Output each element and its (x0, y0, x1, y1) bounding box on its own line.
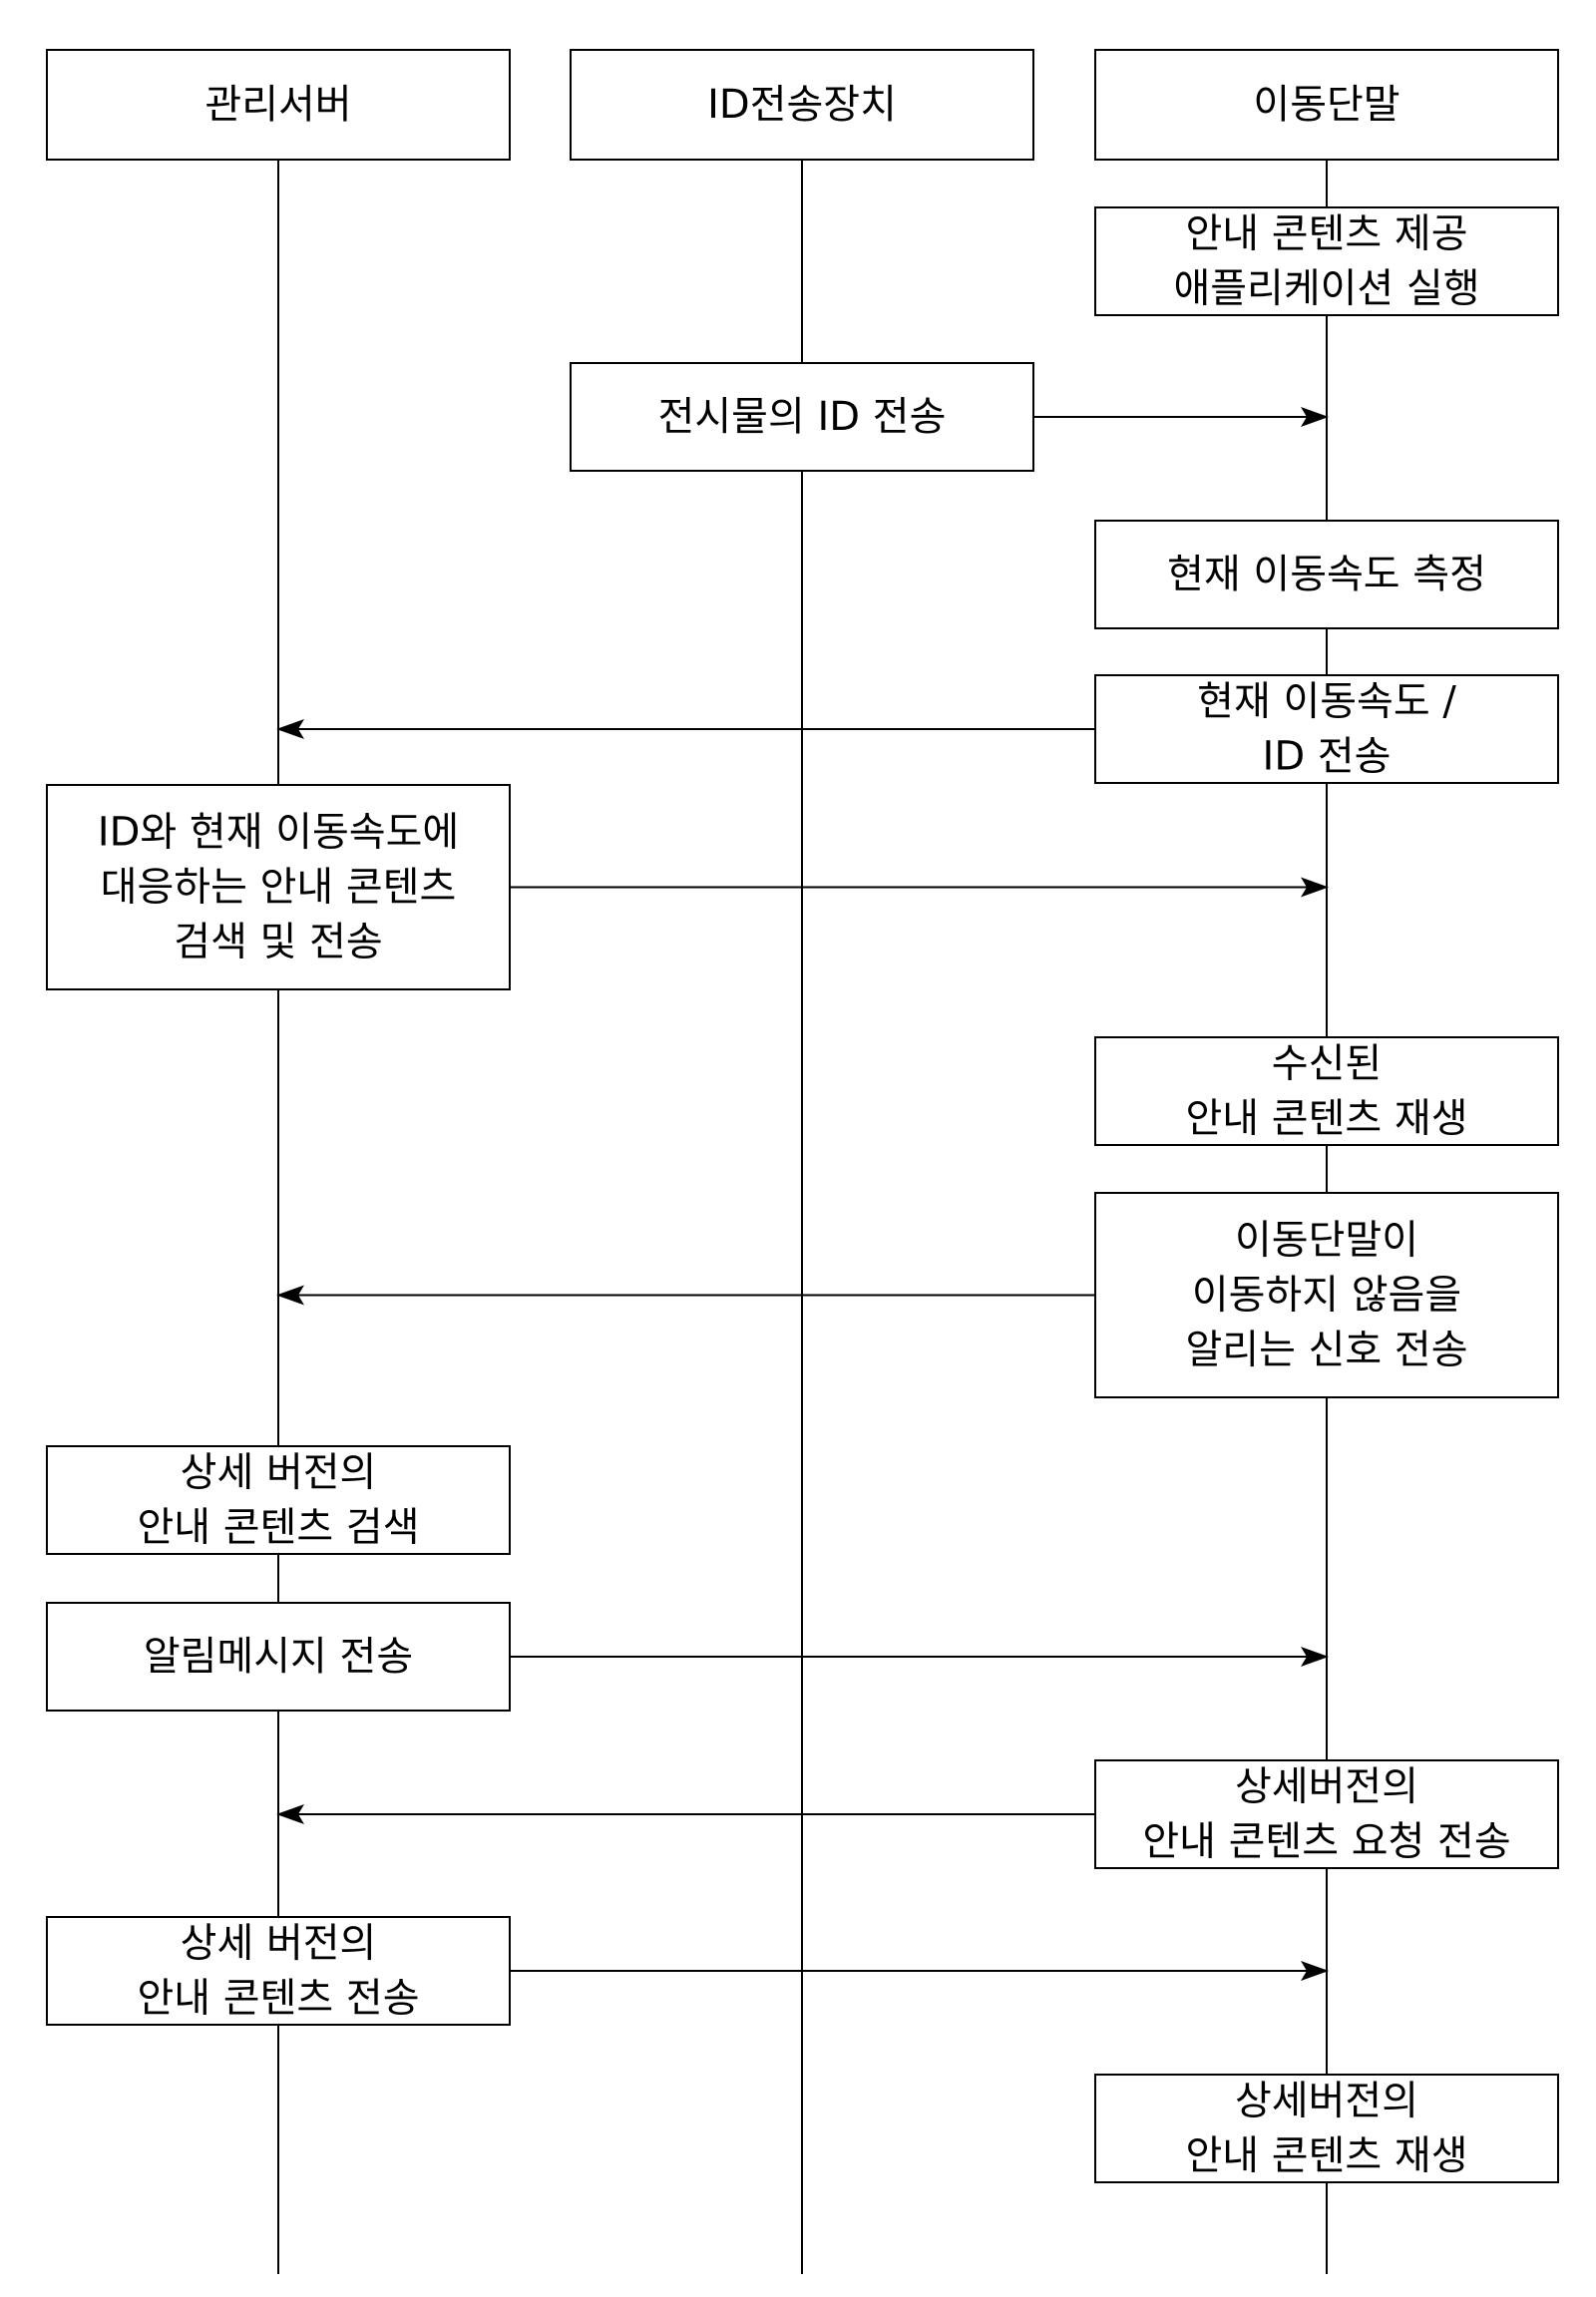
step-label-line: 수신된 (1272, 1041, 1382, 1087)
step-label-line: 안내 콘텐츠 검색 (137, 1505, 419, 1551)
step-label-line: ID와 현재 이동속도에 (98, 810, 459, 856)
step-box (1094, 1036, 1559, 1146)
step-label-line: 대응하는 안내 콘텐츠 (101, 865, 457, 911)
step-box (46, 1445, 511, 1555)
step-box (1094, 520, 1559, 629)
step-label-line: 현재 이동속도 측정 (1167, 552, 1486, 597)
participant-box (570, 49, 1034, 161)
participant-label: ID전송장치 (707, 82, 897, 128)
step-label-line: 애플리케이션 실행 (1173, 266, 1479, 312)
step-label-line: 전시물의 ID 전송 (658, 394, 947, 440)
step-label-line: 이동단말이 (1235, 1218, 1418, 1264)
step-label-line: 상세버전의 (1235, 2079, 1418, 2124)
step-box (1094, 1192, 1559, 1398)
participant-label: 관리서버 (204, 82, 351, 128)
step-label-line: 이동하지 않음을 (1192, 1273, 1461, 1319)
step-label-line: 안내 콘텐츠 재생 (1185, 1096, 1467, 1142)
step-box (46, 1602, 511, 1712)
step-label-line: 검색 및 전송 (174, 920, 382, 965)
step-send-speed-id: 현재 이동속도 / ID 전송 (1094, 674, 1559, 784)
step-label-line: 알리는 신호 전송 (1185, 1328, 1467, 1373)
step-measure-speed: 현재 이동속도 측정 (1094, 520, 1559, 629)
participant-label: 이동단말 (1253, 82, 1399, 128)
participant-terminal: 이동단말 (1094, 49, 1559, 161)
step-box (1094, 674, 1559, 784)
step-box (1094, 206, 1559, 316)
step-send-exhibit-id: 전시물의 ID 전송 (570, 362, 1034, 472)
step-label-line: 상세 버전의 (181, 1450, 377, 1496)
step-box (1094, 1759, 1559, 1869)
participant-server: 관리서버 (46, 49, 511, 161)
step-box (570, 362, 1034, 472)
step-label-line: 알림메시지 전송 (144, 1634, 413, 1680)
step-box (46, 784, 511, 990)
step-label-line: 안내 콘텐츠 전송 (137, 1976, 419, 2022)
participant-box (1094, 49, 1559, 161)
participant-box (46, 49, 511, 161)
step-label-line: 안내 콘텐츠 요청 전송 (1142, 1819, 1510, 1865)
step-box (46, 1916, 511, 2026)
step-label-line: 안내 콘텐츠 재생 (1185, 2133, 1467, 2179)
step-send-notification: 알림메시지 전송 (46, 1602, 511, 1712)
step-label-line: ID 전송 (1263, 734, 1392, 780)
step-label-line: 상세 버전의 (181, 1921, 377, 1967)
step-label-line: 현재 이동속도 / (1197, 679, 1456, 725)
participant-id_device: ID전송장치 (570, 49, 1034, 161)
step-label-line: 안내 콘텐츠 제공 (1185, 211, 1467, 257)
step-label-line: 상세버전의 (1235, 1764, 1418, 1810)
step-box (1094, 2074, 1559, 2183)
